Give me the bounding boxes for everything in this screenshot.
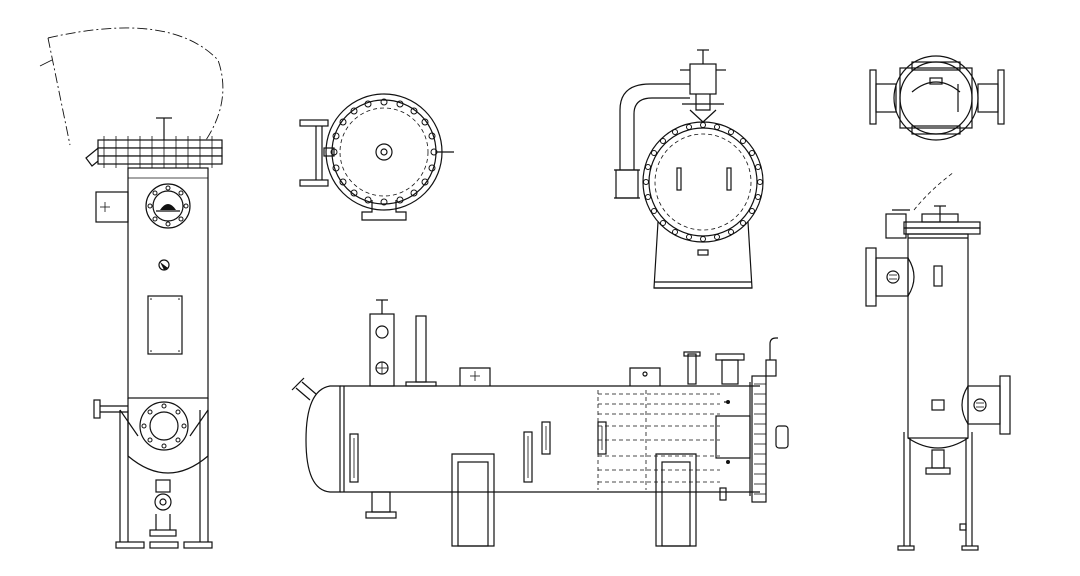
heat-exchanger-end-view xyxy=(614,49,764,289)
flange-end-view xyxy=(299,93,454,221)
basket-strainer-side-view xyxy=(865,171,1011,551)
channel-flange-bolts xyxy=(754,383,766,495)
basket-strainer-top-view xyxy=(869,55,1005,141)
exchanger-bolt-ring xyxy=(643,122,763,242)
vertical-filter-front-view xyxy=(39,27,224,549)
top-flange-bolts xyxy=(103,136,213,168)
horizontal-vessel-side-view xyxy=(291,299,789,547)
